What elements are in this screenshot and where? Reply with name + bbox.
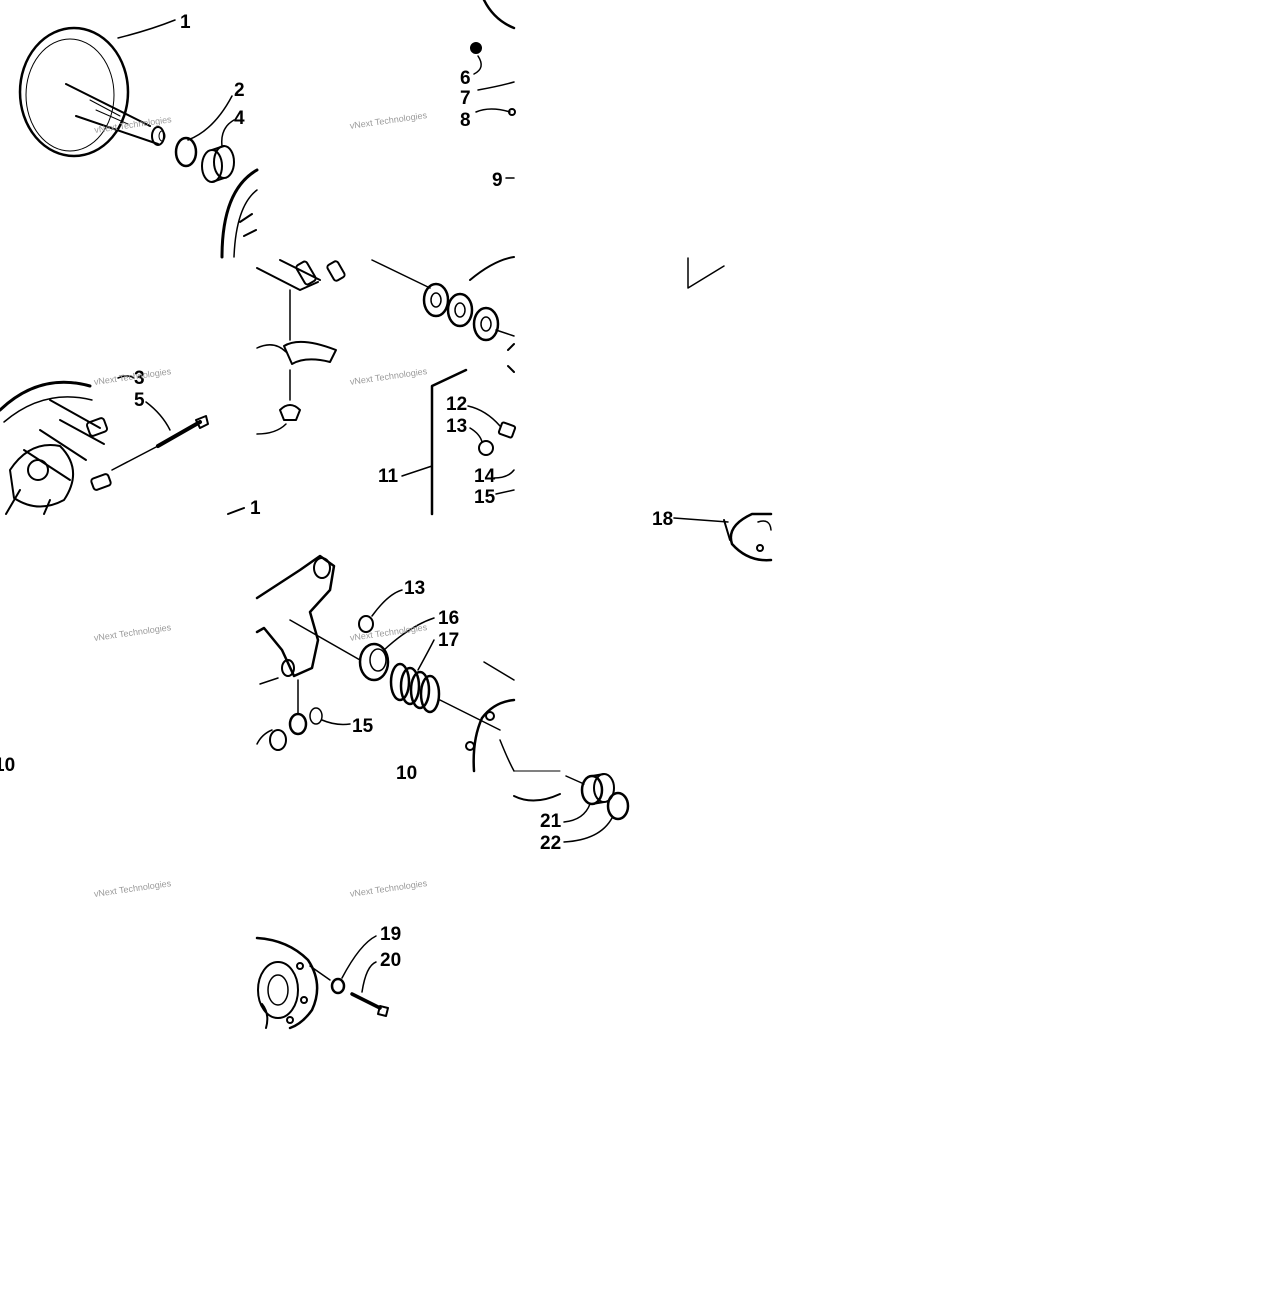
ring-22 (563, 791, 630, 843)
label-12: 12 (446, 394, 467, 415)
watermarks: vNext Technologies vNext Technologies vN… (93, 110, 428, 899)
label-6: 6 (460, 68, 471, 89)
watermark: vNext Technologies (349, 110, 428, 131)
label-7: 7 (460, 88, 471, 109)
bolt-5 (145, 401, 245, 515)
label-21: 21 (540, 811, 562, 832)
watermark-text: vNext Technologies (349, 878, 428, 899)
washer-13b (358, 589, 403, 633)
label-11: 11 (378, 466, 399, 487)
roller-arms (256, 259, 346, 435)
bracket-11 (401, 368, 517, 516)
label-8: 8 (460, 110, 471, 131)
label-1-partial: 1 (250, 498, 261, 519)
snap-ring (174, 95, 233, 168)
watermark: vNext Technologies (93, 622, 172, 643)
label-22: 22 (540, 833, 561, 854)
label-10-left: 10 (0, 755, 15, 776)
label-1: 1 (180, 12, 191, 33)
watermark-text: vNext Technologies (349, 366, 428, 387)
label-19: 19 (380, 924, 401, 945)
washer-19 (330, 935, 377, 995)
bushing-21 (563, 773, 615, 823)
label-10-cut: 10 (396, 763, 417, 784)
watermark: vNext Technologies (349, 366, 428, 387)
cup-16 (358, 617, 435, 682)
washers-15b (256, 707, 351, 751)
hub-partial (465, 661, 516, 773)
label-2: 2 (234, 80, 245, 101)
movable-sheave-partial (220, 168, 259, 259)
label-5: 5 (134, 390, 145, 411)
watermark: vNext Technologies (93, 366, 172, 387)
watermark-text: vNext Technologies (93, 622, 172, 643)
spring-17 (389, 639, 501, 731)
label-3: 3 (134, 368, 145, 389)
label-15b: 15 (352, 716, 374, 737)
bolt-6 (470, 0, 516, 179)
spider-assembly (0, 375, 159, 515)
stray-mark (687, 257, 725, 289)
label-17: 17 (438, 630, 459, 651)
label-4: 4 (234, 108, 245, 129)
label-16: 16 (438, 608, 459, 629)
washer-stack (371, 256, 515, 373)
sheave-assembly (18, 19, 176, 158)
watermark: vNext Technologies (349, 622, 428, 643)
watermark: vNext Technologies (349, 878, 428, 899)
bolt-20 (350, 961, 389, 1017)
hub-lower (513, 770, 585, 802)
arm-bracket (255, 554, 361, 715)
watermark: vNext Technologies (93, 878, 172, 899)
watermark-text: vNext Technologies (349, 110, 428, 131)
housing-18 (673, 512, 773, 562)
watermark-text: vNext Technologies (93, 366, 172, 387)
label-13: 13 (446, 416, 467, 437)
label-20: 20 (380, 950, 401, 971)
cover-plate (255, 936, 331, 1030)
label-15: 15 (474, 487, 496, 508)
bushing (201, 119, 235, 183)
label-13b: 13 (404, 578, 425, 599)
label-9: 9 (492, 170, 503, 191)
label-18: 18 (652, 509, 673, 530)
watermark-text: vNext Technologies (349, 622, 428, 643)
label-14: 14 (474, 466, 496, 487)
part-labels: 1 2 4 6 7 8 9 3 5 1 11 12 13 14 15 18 13… (0, 12, 673, 971)
watermark-text: vNext Technologies (93, 878, 172, 899)
